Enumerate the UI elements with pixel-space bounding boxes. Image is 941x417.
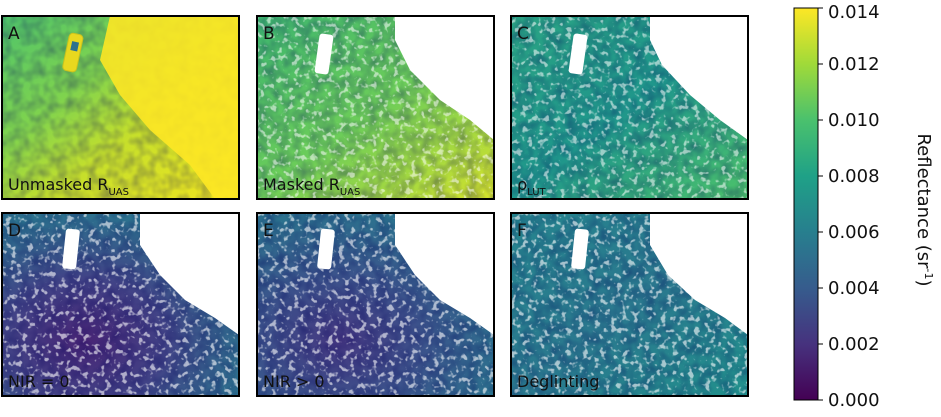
panel-letter: B — [263, 24, 275, 44]
colorbar-tick-label: 0.010 — [828, 110, 880, 131]
colorbar-tick-label: 0.014 — [828, 2, 880, 23]
boat-mask — [317, 228, 335, 270]
panel-f — [511, 213, 748, 396]
panel-letter: C — [517, 24, 529, 44]
panel-d — [2, 213, 239, 396]
panel-caption: Unmasked RUAS — [8, 175, 129, 198]
colorbar-tick-label: 0.012 — [828, 54, 880, 75]
panel-c — [511, 16, 748, 199]
boat-mask — [314, 33, 334, 75]
panel-b — [257, 16, 494, 199]
panel-f-frame — [510, 212, 749, 397]
panel-letter: D — [8, 221, 21, 241]
panel-c-frame — [510, 15, 749, 200]
panel-caption: Masked RUAS — [263, 175, 360, 198]
panel-caption: NIR = 0 — [8, 372, 70, 391]
panel-letter: F — [517, 221, 527, 241]
colorbar-ticks — [818, 7, 823, 401]
colorbar — [793, 7, 819, 401]
boat-mask — [568, 33, 588, 75]
colorbar-tick-label: 0.006 — [828, 222, 880, 243]
panel-a — [2, 16, 239, 199]
colorbar-label: Reflectance (sr-1) — [913, 133, 935, 286]
colorbar-tick-label: 0.000 — [828, 390, 880, 411]
colorbar-tick-label: 0.008 — [828, 166, 880, 187]
saturated-glint-region — [100, 16, 239, 199]
panel-e — [257, 213, 494, 396]
panel-letter: A — [8, 24, 20, 44]
panel-caption: NIR > 0 — [263, 372, 325, 391]
colorbar-tick-label: 0.002 — [828, 334, 880, 355]
masked-glint-region — [395, 16, 494, 140]
panel-caption: ρLUT — [517, 175, 547, 198]
boat-mask — [62, 228, 80, 270]
colorbar-tick-label: 0.004 — [828, 278, 880, 299]
panel-e-frame — [256, 212, 495, 397]
panel-a-frame — [1, 15, 240, 200]
boat-mask — [571, 228, 589, 270]
panel-d-frame — [1, 212, 240, 397]
panel-b-frame — [256, 15, 495, 200]
boat-shape — [62, 32, 84, 73]
panel-letter: E — [263, 221, 274, 241]
panel-caption: Deglinting — [517, 372, 599, 391]
